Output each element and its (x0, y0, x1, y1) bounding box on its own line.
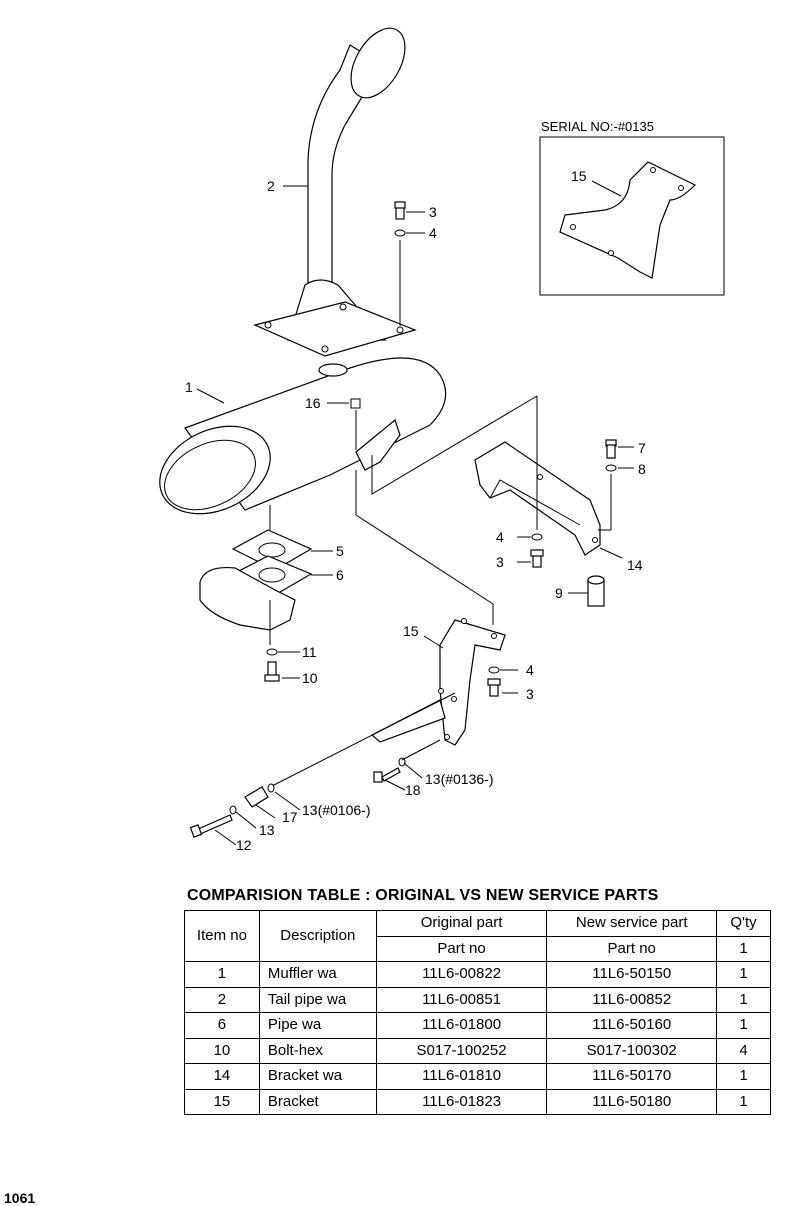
cell-qty: 1 (716, 986, 771, 1013)
callout-10: 10 (302, 670, 318, 686)
callout-8: 8 (638, 461, 646, 477)
callout-11: 11 (302, 644, 317, 660)
cell-qty: 1 (716, 1088, 771, 1115)
bolt-3-washer-4-top (394, 201, 425, 326)
exhaust-parts-diagram: SERIAL NO:-#0135 15 (159, 27, 725, 853)
cell-description: Pipe wa (258, 1012, 377, 1039)
cell-original-part-no: S017-100252 (375, 1037, 548, 1064)
callout-17: 17 (282, 809, 298, 825)
cell-item-no: 1 (184, 961, 260, 988)
header-item-no: Item no (184, 910, 260, 962)
inset-bracket (559, 161, 697, 279)
cell-item-no: 6 (184, 1012, 260, 1039)
cell-original-part-no: 11L6-01800 (375, 1012, 548, 1039)
callout-5: 5 (336, 543, 344, 559)
cell-new-part-no: 11L6-00852 (546, 986, 718, 1013)
bolt-3-washer-4-mid (517, 396, 544, 568)
tail-pipe (253, 27, 417, 357)
callout-9: 9 (555, 585, 563, 601)
callout-3-top: 3 (429, 204, 437, 220)
inset-frame (539, 136, 725, 296)
muffler (159, 357, 447, 515)
bolt-7-washer-8 (598, 439, 634, 531)
table-header-row: Item no Description Original part New se… (184, 910, 771, 962)
callout-18: 18 (405, 782, 421, 798)
cell-original-part-no: 11L6-01823 (375, 1088, 548, 1115)
cell-original-part-no: 11L6-00822 (375, 961, 548, 988)
cell-new-part-no: 11L6-50170 (546, 1063, 718, 1090)
callout-7: 7 (638, 440, 646, 456)
callout-13: 13 (259, 822, 275, 838)
callout-15-inset: 15 (571, 168, 587, 184)
assembly-lines (355, 395, 538, 625)
cell-item-no: 14 (184, 1063, 260, 1090)
serial-inset: SERIAL NO:-#0135 15 (539, 119, 725, 296)
muffler-bracket (327, 398, 401, 471)
callout-labels: 1 2 3 4 5 6 7 8 9 10 11 12 13 13(#0106-)… (185, 178, 646, 853)
table-title: COMPARISION TABLE : ORIGINAL VS NEW SERV… (187, 887, 659, 904)
spacer-9 (568, 575, 605, 607)
cell-qty: 4 (716, 1037, 771, 1064)
cell-qty: 1 (716, 961, 771, 988)
callout-2: 2 (267, 178, 275, 194)
cell-new-part-no: S017-100302 (546, 1037, 718, 1064)
cell-description: Bolt-hex (258, 1037, 377, 1064)
cell-new-part-no: 11L6-50150 (546, 961, 718, 988)
cell-item-no: 15 (184, 1088, 260, 1115)
callout-3-mid: 3 (496, 554, 504, 570)
page-number: 1061 (4, 1190, 36, 1206)
cell-description: Bracket (258, 1088, 377, 1115)
header-new-part-no: Part no (546, 935, 718, 962)
cell-description: Tail pipe wa (258, 986, 377, 1013)
header-description: Description (258, 910, 377, 962)
callout-13-0106: 13(#0106-) (302, 802, 371, 818)
gaskets-and-pipe (199, 505, 333, 645)
cell-qty: 1 (716, 1012, 771, 1039)
cell-item-no: 10 (184, 1037, 260, 1064)
callout-4-low: 4 (526, 662, 534, 678)
callout-16: 16 (305, 395, 321, 411)
table-subheader-row: Part no Part no 1 (185, 935, 771, 962)
header-qty-sub: 1 (716, 935, 771, 962)
cell-description: Muffler wa (258, 961, 377, 988)
callout-12: 12 (236, 837, 252, 853)
cell-original-part-no: 11L6-01810 (375, 1063, 548, 1090)
cell-qty: 1 (716, 1063, 771, 1090)
bolt-10-washer-11 (264, 648, 300, 682)
callout-15: 15 (403, 623, 419, 639)
cell-new-part-no: 11L6-50160 (546, 1012, 718, 1039)
cell-new-part-no: 11L6-50180 (546, 1088, 718, 1115)
lower-hardware (189, 692, 456, 846)
cell-description: Bracket wa (258, 1063, 377, 1090)
bracket-15 (370, 618, 506, 746)
header-original-part-no: Part no (375, 935, 548, 962)
cell-original-part-no: 11L6-00851 (375, 986, 548, 1013)
callout-4-mid: 4 (496, 529, 504, 545)
header-new-service-part: New service part (546, 910, 718, 937)
cell-item-no: 2 (184, 986, 260, 1013)
callout-3-low: 3 (526, 686, 534, 702)
comparison-table: Item no Description Original part New se… (184, 910, 771, 1115)
callout-13-0136: 13(#0136-) (425, 771, 494, 787)
callout-1: 1 (185, 379, 193, 395)
callout-6: 6 (336, 567, 344, 583)
callout-14: 14 (627, 557, 643, 573)
bolt-3-washer-4-low (487, 666, 518, 697)
header-qty: Q'ty (716, 910, 771, 937)
serial-label: SERIAL NO:-#0135 (541, 119, 654, 134)
header-original-part: Original part (375, 910, 548, 937)
callout-4-top: 4 (429, 225, 437, 241)
